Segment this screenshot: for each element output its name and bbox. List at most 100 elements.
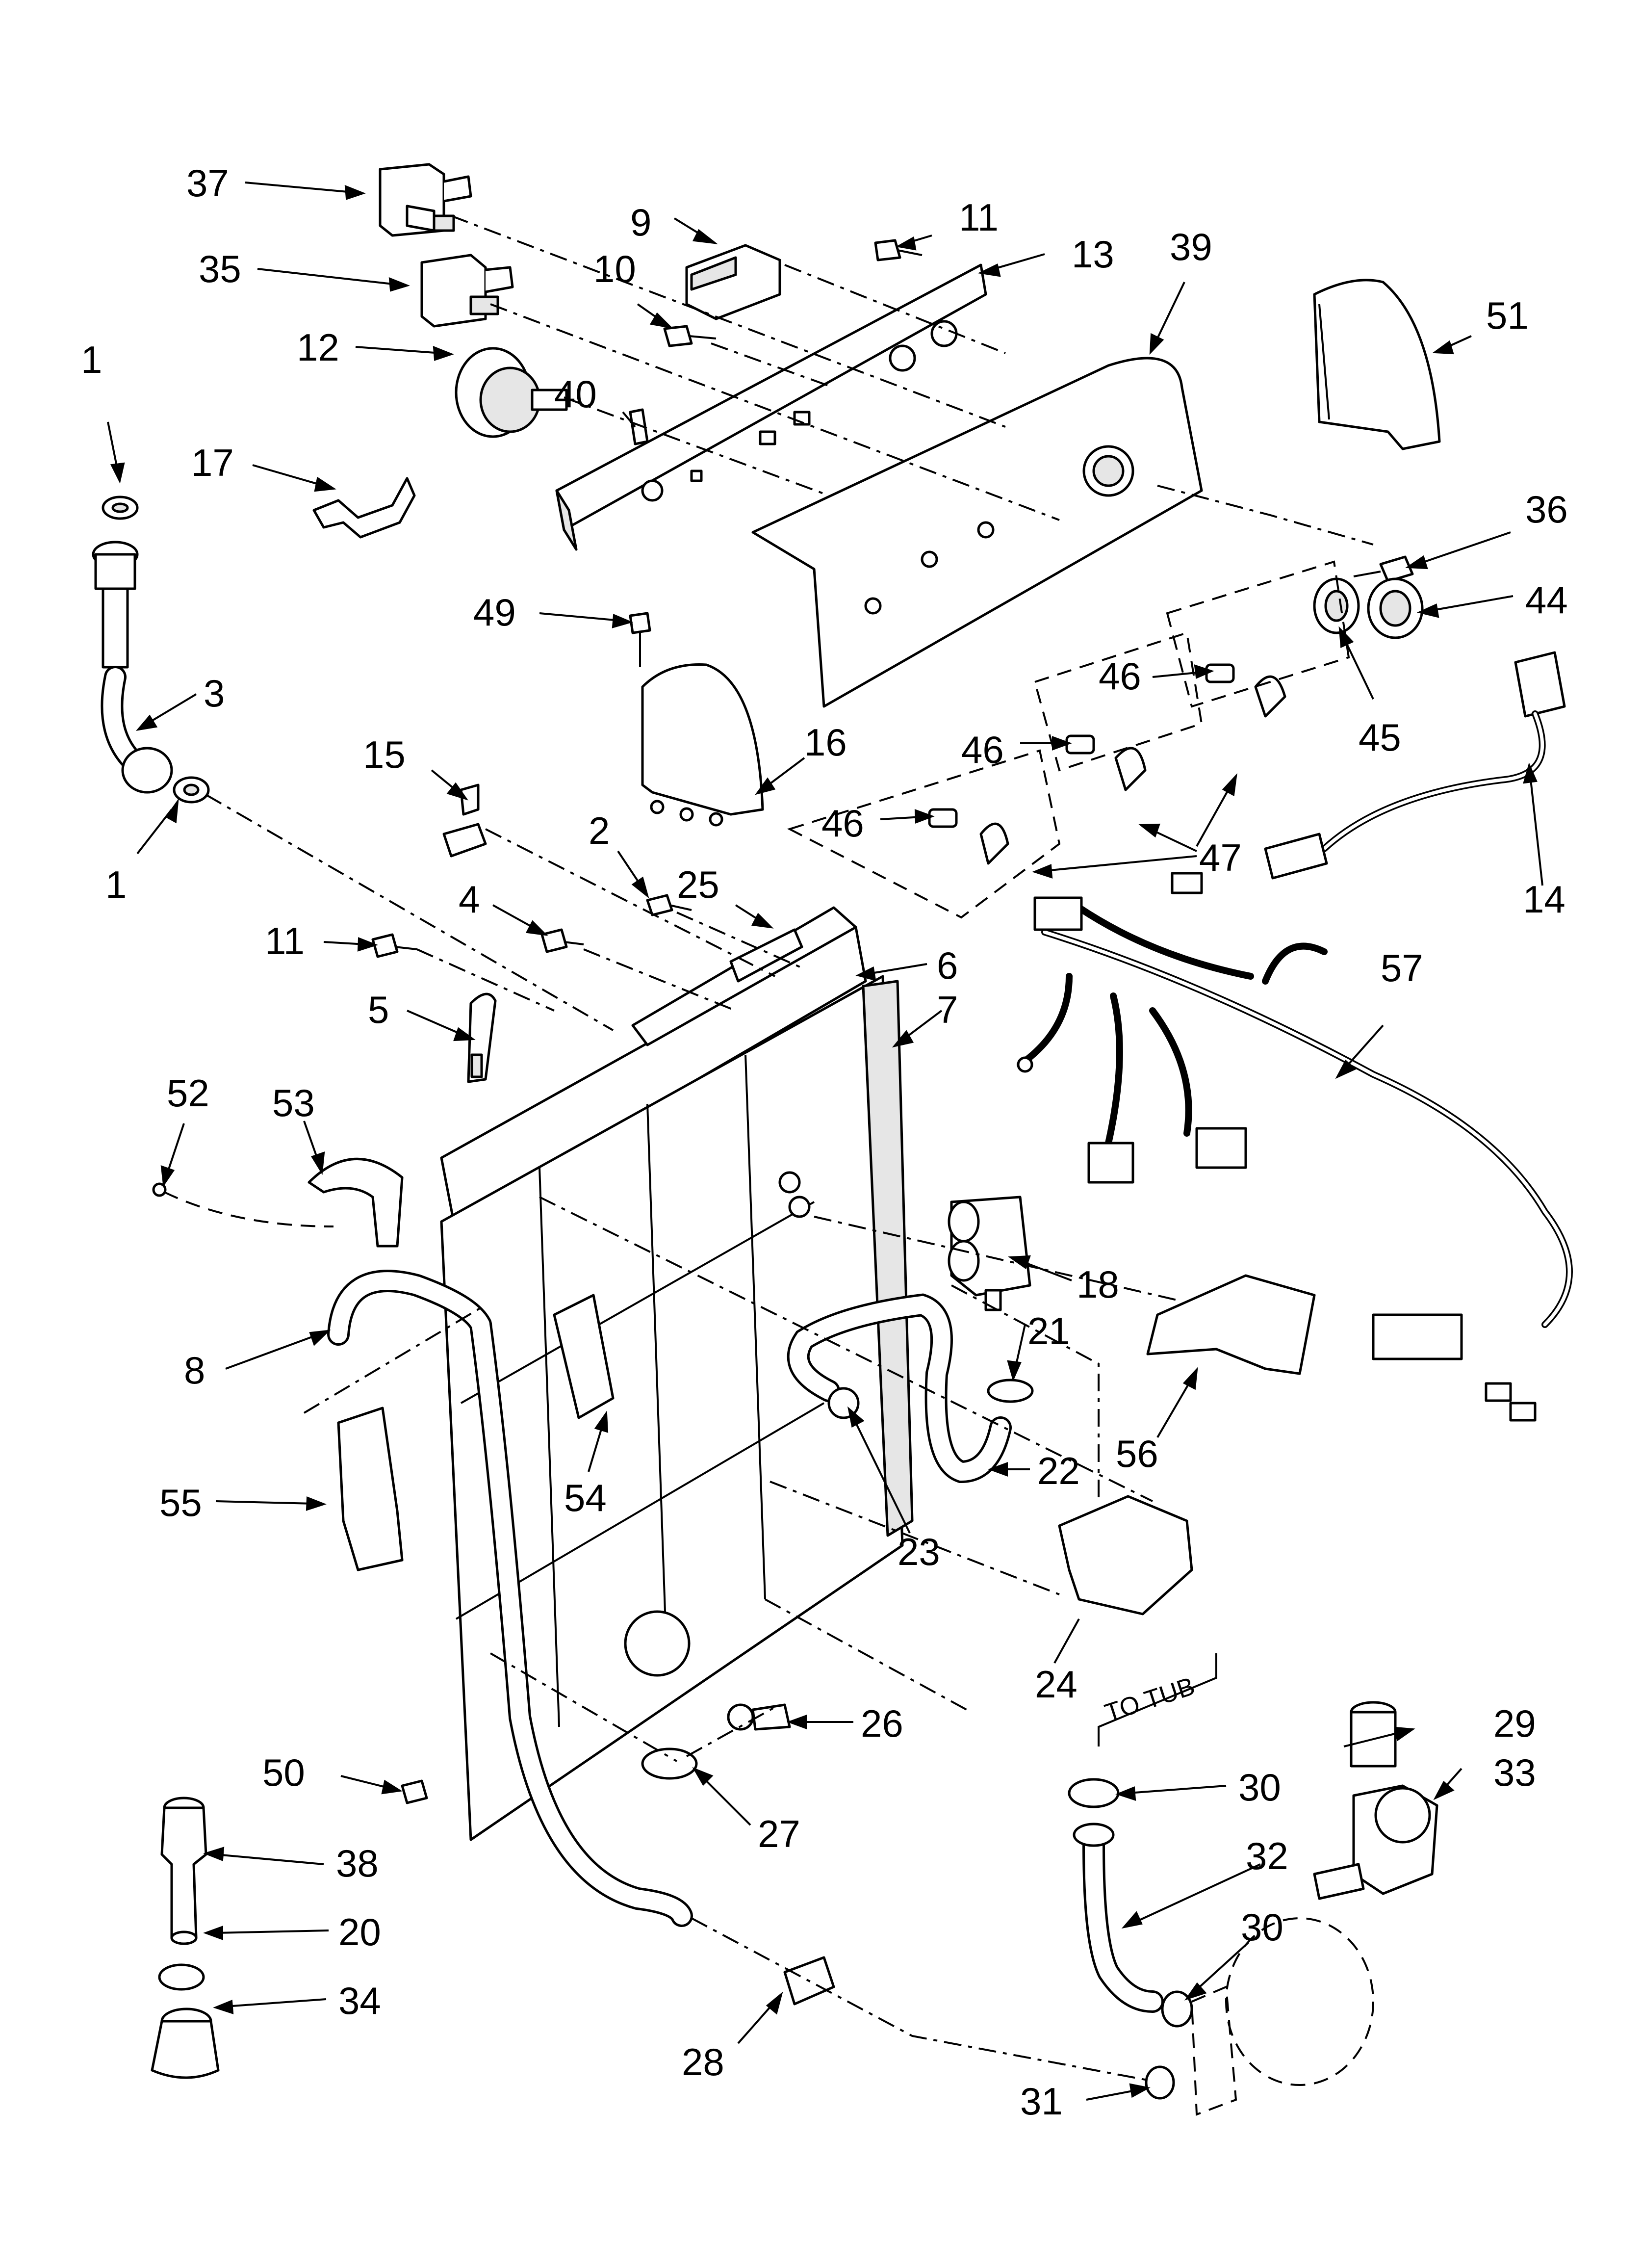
part-11-screw-top — [874, 239, 923, 261]
part-1-washer-top — [102, 495, 139, 520]
callout-35: 35 — [199, 247, 241, 290]
callout-27: 27 — [758, 1812, 800, 1855]
part-17-bracket — [312, 477, 416, 539]
part-18-water-valve — [948, 1196, 1031, 1311]
callout-25: 25 — [677, 863, 719, 906]
callout-46-b: 46 — [961, 728, 1004, 771]
part-34-adapter — [151, 2007, 220, 2079]
callout-9: 9 — [630, 201, 651, 244]
callout-38: 38 — [336, 1842, 379, 1885]
part-39-console — [751, 357, 1203, 708]
to-tub-note: TO TUB — [1102, 1672, 1198, 1727]
to-tub-bracket: TO TUB — [1098, 1653, 1217, 1747]
callout-21: 21 — [1027, 1309, 1070, 1353]
pump-housing-outline — [1190, 1917, 1374, 2116]
part-50-screw — [401, 1779, 428, 1804]
callout-45: 45 — [1359, 716, 1401, 759]
part-44-knob — [1367, 577, 1424, 639]
part-7-cabinet — [440, 975, 914, 1841]
part-5-strap — [467, 992, 497, 1083]
part-1-washer-bottom — [173, 776, 210, 804]
part-45-bushing — [1313, 577, 1360, 634]
callout-22: 22 — [1037, 1449, 1080, 1492]
callout-33: 33 — [1493, 1751, 1536, 1794]
part-3-inlet-hose — [92, 541, 173, 794]
callout-1-top: 1 — [81, 338, 102, 381]
callout-50: 50 — [262, 1751, 305, 1794]
part-29-capacitor — [1350, 1701, 1397, 1768]
part-37-switch — [379, 163, 472, 237]
part-11-screw-left — [371, 933, 417, 958]
callout-28: 28 — [682, 2040, 724, 2084]
part-54-bracket — [553, 1294, 615, 1419]
part-31-clamp — [1145, 2065, 1175, 2100]
callout-55: 55 — [159, 1481, 202, 1524]
callout-23: 23 — [898, 1530, 940, 1573]
part-49-screw — [629, 612, 651, 667]
callout-57: 57 — [1381, 946, 1423, 990]
callout-14: 14 — [1523, 878, 1565, 921]
leader-arrows — [107, 182, 1543, 2101]
part-30-clamp-top — [1068, 1778, 1120, 1808]
callout-20: 20 — [338, 1910, 381, 1954]
callout-53: 53 — [272, 1081, 315, 1124]
callout-6: 6 — [937, 944, 958, 987]
callout-8: 8 — [184, 1349, 205, 1392]
callout-37: 37 — [186, 161, 229, 205]
callout-36: 36 — [1525, 488, 1568, 531]
callout-5: 5 — [368, 988, 389, 1031]
callout-39: 39 — [1170, 225, 1212, 268]
callout-54: 54 — [564, 1476, 607, 1519]
part-15-clip — [442, 783, 487, 858]
part-51-end-cap — [1313, 279, 1441, 450]
part-25-bracket — [729, 928, 803, 983]
callout-56: 56 — [1116, 1432, 1158, 1475]
callout-29: 29 — [1493, 1702, 1536, 1745]
part-26-plug — [727, 1703, 791, 1731]
callout-24: 24 — [1035, 1663, 1078, 1706]
callout-15: 15 — [363, 733, 406, 776]
callout-11-left: 11 — [265, 919, 305, 963]
callout-1-bottom: 1 — [105, 863, 127, 906]
part-10-screw — [663, 325, 717, 347]
callout-30-top: 30 — [1238, 1766, 1281, 1809]
part-30-clamp-bottom — [1161, 1990, 1193, 2028]
callout-47: 47 — [1199, 836, 1242, 879]
callout-18: 18 — [1077, 1263, 1119, 1306]
callout-46-a: 46 — [1099, 654, 1141, 698]
callout-34: 34 — [338, 1979, 381, 2022]
callout-11-top: 11 — [959, 196, 999, 239]
part-46-knob-group — [928, 663, 1286, 865]
callout-7: 7 — [937, 988, 958, 1031]
callout-2: 2 — [589, 809, 610, 852]
callout-16: 16 — [804, 721, 847, 764]
alignment-lines — [205, 215, 1374, 2081]
part-24-inlet — [1058, 1495, 1193, 1616]
part-38-standpipe — [160, 1797, 207, 1945]
part-55-bracket — [337, 1407, 404, 1571]
part-33-pump — [1313, 1784, 1438, 1900]
part-22-fill-hose — [787, 1293, 1012, 1484]
callout-4: 4 — [459, 878, 480, 921]
part-56-bracket — [1146, 1274, 1316, 1375]
part-16-end-cap — [641, 663, 764, 827]
callout-51: 51 — [1486, 294, 1529, 337]
callout-26: 26 — [861, 1702, 903, 1745]
part-27-clamp — [641, 1747, 698, 1780]
callout-32: 32 — [1246, 1834, 1288, 1877]
part-14-power-cord — [1264, 651, 1566, 880]
callout-31: 31 — [1020, 2080, 1063, 2123]
callout-40: 40 — [554, 372, 597, 416]
part-21-clamp — [987, 1379, 1034, 1403]
callout-49: 49 — [473, 591, 516, 634]
part-4-screw — [540, 928, 584, 953]
callout-52: 52 — [167, 1071, 209, 1115]
part-2-screw — [646, 894, 692, 916]
part-53-clamp — [308, 1158, 404, 1248]
part-9-switch — [685, 244, 781, 320]
callout-3: 3 — [204, 672, 225, 715]
part-52-tie — [152, 1182, 334, 1227]
callout-10: 10 — [593, 247, 636, 290]
part-8-drain-hose — [327, 1270, 693, 1927]
callout-12: 12 — [297, 326, 339, 369]
